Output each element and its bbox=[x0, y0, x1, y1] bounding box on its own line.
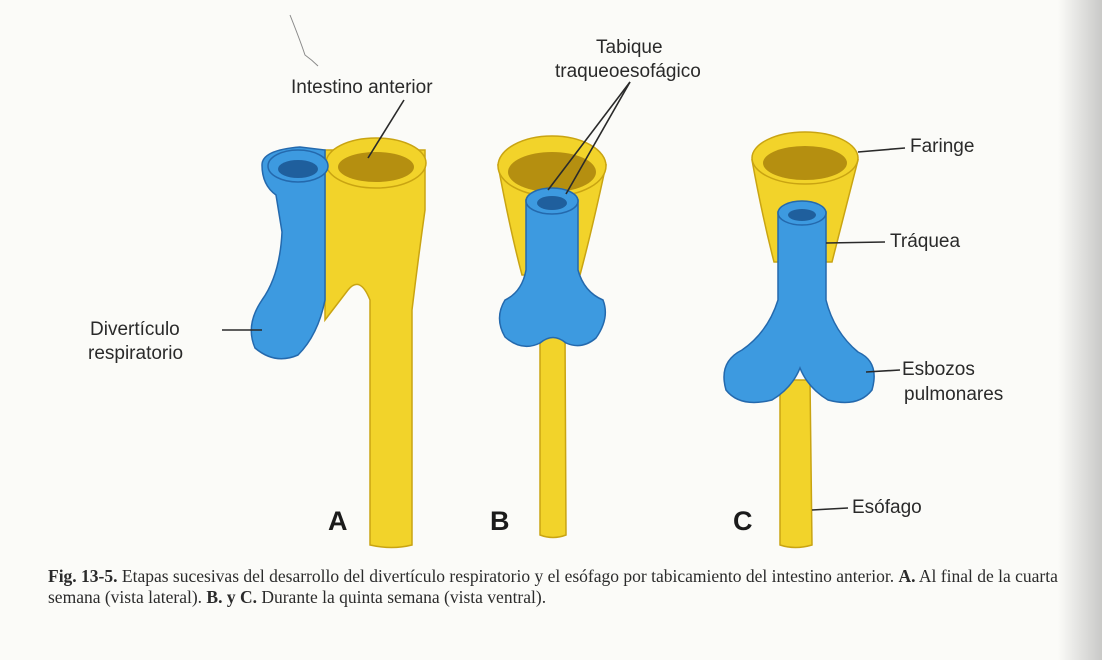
label-intestino-anterior: Intestino anterior bbox=[291, 76, 433, 99]
label-faringe: Faringe bbox=[910, 135, 974, 158]
panel-b-illustration bbox=[498, 136, 606, 538]
caption-text-1: Etapas sucesivas del desarrollo del dive… bbox=[118, 566, 899, 586]
panel-c-lung-buds bbox=[724, 212, 874, 402]
panel-c-esophagus bbox=[780, 380, 812, 548]
label-tabique-line1: Tabique bbox=[596, 36, 663, 59]
panel-a-illustration bbox=[251, 138, 426, 548]
panel-a-foregut-tube bbox=[325, 150, 425, 548]
scribble-mark bbox=[290, 15, 318, 66]
caption-key-bc: B. y C. bbox=[206, 587, 257, 607]
leader-faringe bbox=[858, 148, 905, 152]
label-diverticulo-line1: Divertículo bbox=[90, 318, 180, 341]
caption-key-a: A. bbox=[898, 566, 915, 586]
panel-a-letter: A bbox=[328, 506, 348, 537]
panel-c-letter: C bbox=[733, 506, 753, 537]
label-tabique-line2: traqueoesofágico bbox=[555, 60, 701, 83]
label-diverticulo-line2: respiratorio bbox=[88, 342, 183, 365]
label-esbozos-line1: Esbozos bbox=[902, 358, 975, 381]
panel-c-illustration bbox=[724, 132, 874, 548]
label-esofago: Esófago bbox=[852, 496, 922, 519]
caption-text-bc: Durante la quinta semana (vista ventral)… bbox=[257, 587, 546, 607]
leader-traquea bbox=[826, 242, 885, 243]
panel-b-esophagus bbox=[540, 330, 566, 538]
page-edge-shadow bbox=[1058, 0, 1102, 660]
panel-b-letter: B bbox=[490, 506, 510, 537]
leader-esofago bbox=[812, 508, 848, 510]
label-traquea: Tráquea bbox=[890, 230, 960, 253]
figure-caption: Fig. 13-5. Etapas sucesivas del desarrol… bbox=[48, 566, 1088, 608]
label-esbozos-line2: pulmonares bbox=[904, 383, 1003, 406]
caption-fig-number: Fig. 13-5. bbox=[48, 566, 118, 586]
